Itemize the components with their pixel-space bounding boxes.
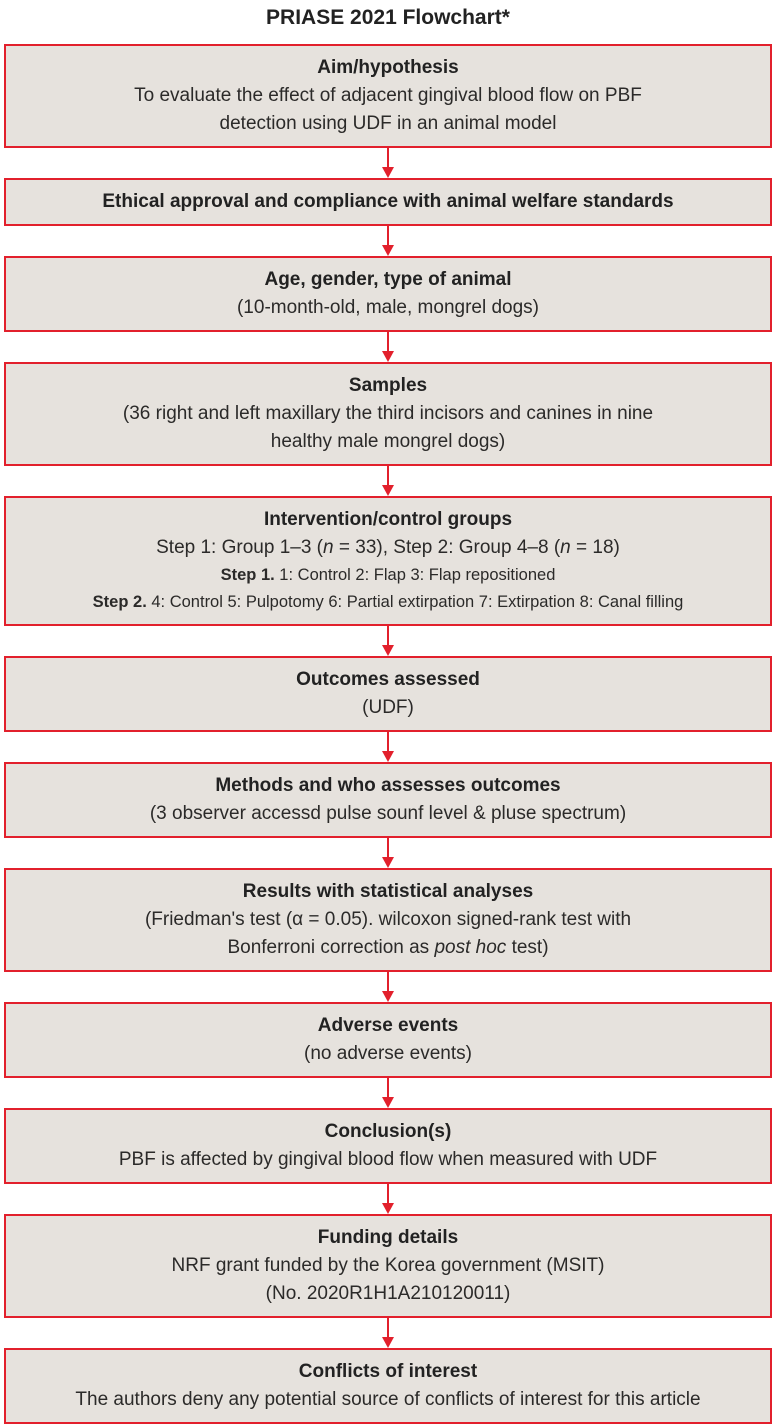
down-arrow-icon bbox=[0, 466, 776, 496]
flow-box-age-gender-type: Age, gender, type of animal (10-month-old… bbox=[4, 256, 772, 332]
box-title: Samples bbox=[348, 375, 428, 396]
box-title: Funding details bbox=[317, 1227, 459, 1248]
flowchart: Aim/hypothesis To evaluate the effect of … bbox=[0, 44, 776, 1424]
text-segment: test) bbox=[506, 937, 549, 958]
box-line: (no adverse events) bbox=[18, 1040, 758, 1068]
box-title: Age, gender, type of animal bbox=[264, 269, 512, 290]
box-line: Step 1. 1: Control 2: Flap 3: Flap repos… bbox=[18, 562, 758, 589]
down-arrow-icon bbox=[0, 972, 776, 1002]
box-line: healthy male mongrel dogs) bbox=[18, 428, 758, 456]
box-title: Methods and who assesses outcomes bbox=[215, 775, 561, 796]
box-title: Outcomes assessed bbox=[296, 669, 480, 690]
text-segment: n bbox=[323, 537, 334, 558]
box-line: (3 observer accessd pulse sounf level & … bbox=[18, 800, 758, 828]
box-line: (UDF) bbox=[18, 694, 758, 722]
text-segment: 1: Control 2: Flap 3: Flap repositioned bbox=[274, 566, 556, 584]
box-line: NRF grant funded by the Korea government… bbox=[18, 1252, 758, 1280]
box-line: Step 2. 4: Control 5: Pulpotomy 6: Parti… bbox=[18, 589, 758, 616]
box-title: Conclusion(s) bbox=[324, 1121, 452, 1142]
text-segment: n bbox=[560, 537, 571, 558]
flow-box-samples: Samples (36 right and left maxillary the … bbox=[4, 362, 772, 466]
box-title: Conflicts of interest bbox=[298, 1361, 478, 1382]
text-segment: = 33), Step 2: Group 4–8 ( bbox=[333, 537, 561, 558]
box-title: Adverse events bbox=[317, 1015, 459, 1036]
box-title: Aim/hypothesis bbox=[317, 57, 459, 78]
text-segment: To evaluate the effect of adjacent gingi… bbox=[134, 85, 642, 106]
text-segment: Step 1. bbox=[220, 566, 275, 584]
box-line: (Friedman's test (α = 0.05). wilcoxon si… bbox=[18, 906, 758, 934]
down-arrow-icon bbox=[0, 226, 776, 256]
text-segment: (10-month-old, male, mongrel dogs) bbox=[236, 297, 540, 318]
flow-box-ethical-approval: Ethical approval and compliance with ani… bbox=[4, 178, 772, 226]
text-segment: 4: Control 5: Pulpotomy 6: Partial extir… bbox=[146, 593, 684, 611]
down-arrow-icon bbox=[0, 1078, 776, 1108]
page-title: PRIASE 2021 Flowchart* bbox=[266, 6, 510, 29]
text-segment: (UDF) bbox=[362, 697, 414, 718]
down-arrow-icon bbox=[0, 148, 776, 178]
down-arrow-icon bbox=[0, 1184, 776, 1214]
box-line: The authors deny any potential source of… bbox=[18, 1386, 758, 1414]
text-segment: (3 observer accessd pulse sounf level & … bbox=[149, 803, 627, 824]
box-line: (No. 2020R1H1A210120011) bbox=[18, 1280, 758, 1308]
text-segment: post hoc bbox=[434, 937, 507, 958]
text-segment: Bonferroni correction as bbox=[227, 937, 435, 958]
box-title: Intervention/control groups bbox=[263, 509, 513, 530]
text-segment: detection using UDF in an animal model bbox=[219, 113, 557, 134]
down-arrow-icon bbox=[0, 626, 776, 656]
box-title: Ethical approval and compliance with ani… bbox=[102, 191, 674, 212]
text-segment: Step 1: Group 1–3 ( bbox=[156, 537, 324, 558]
text-segment: PBF is affected by gingival blood flow w… bbox=[118, 1149, 658, 1170]
box-line: detection using UDF in an animal model bbox=[18, 110, 758, 138]
down-arrow-icon bbox=[0, 1318, 776, 1348]
text-segment: (No. 2020R1H1A210120011) bbox=[265, 1283, 511, 1304]
box-title: Results with statistical analyses bbox=[242, 881, 534, 902]
text-segment: The authors deny any potential source of… bbox=[75, 1389, 701, 1410]
flow-box-outcomes-assessed: Outcomes assessed (UDF) bbox=[4, 656, 772, 732]
text-segment: (36 right and left maxillary the third i… bbox=[122, 403, 654, 424]
text-segment: (no adverse events) bbox=[304, 1043, 472, 1064]
text-segment: = 18) bbox=[570, 537, 620, 558]
down-arrow-icon bbox=[0, 332, 776, 362]
text-segment: healthy male mongrel dogs) bbox=[270, 431, 506, 452]
down-arrow-icon bbox=[0, 732, 776, 762]
box-line: To evaluate the effect of adjacent gingi… bbox=[18, 82, 758, 110]
text-segment: NRF grant funded by the Korea government… bbox=[171, 1255, 605, 1276]
flow-box-aim-hypothesis: Aim/hypothesis To evaluate the effect of … bbox=[4, 44, 772, 148]
flow-box-adverse-events: Adverse events (no adverse events) bbox=[4, 1002, 772, 1078]
down-arrow-icon bbox=[0, 838, 776, 868]
flow-box-conclusions: Conclusion(s) PBF is affected by gingival… bbox=[4, 1108, 772, 1184]
text-segment: (Friedman's test (α = 0.05). wilcoxon si… bbox=[144, 909, 632, 930]
flow-box-results-statistics: Results with statistical analyses (Friedm… bbox=[4, 868, 772, 972]
box-line: (36 right and left maxillary the third i… bbox=[18, 400, 758, 428]
box-line: Bonferroni correction as post hoc test) bbox=[18, 934, 758, 962]
box-line: (10-month-old, male, mongrel dogs) bbox=[18, 294, 758, 322]
box-line: PBF is affected by gingival blood flow w… bbox=[18, 1146, 758, 1174]
text-segment: Step 2. bbox=[92, 593, 147, 611]
flow-box-methods-assessors: Methods and who assesses outcomes (3 obse… bbox=[4, 762, 772, 838]
box-line: Step 1: Group 1–3 (n = 33), Step 2: Grou… bbox=[18, 534, 758, 562]
